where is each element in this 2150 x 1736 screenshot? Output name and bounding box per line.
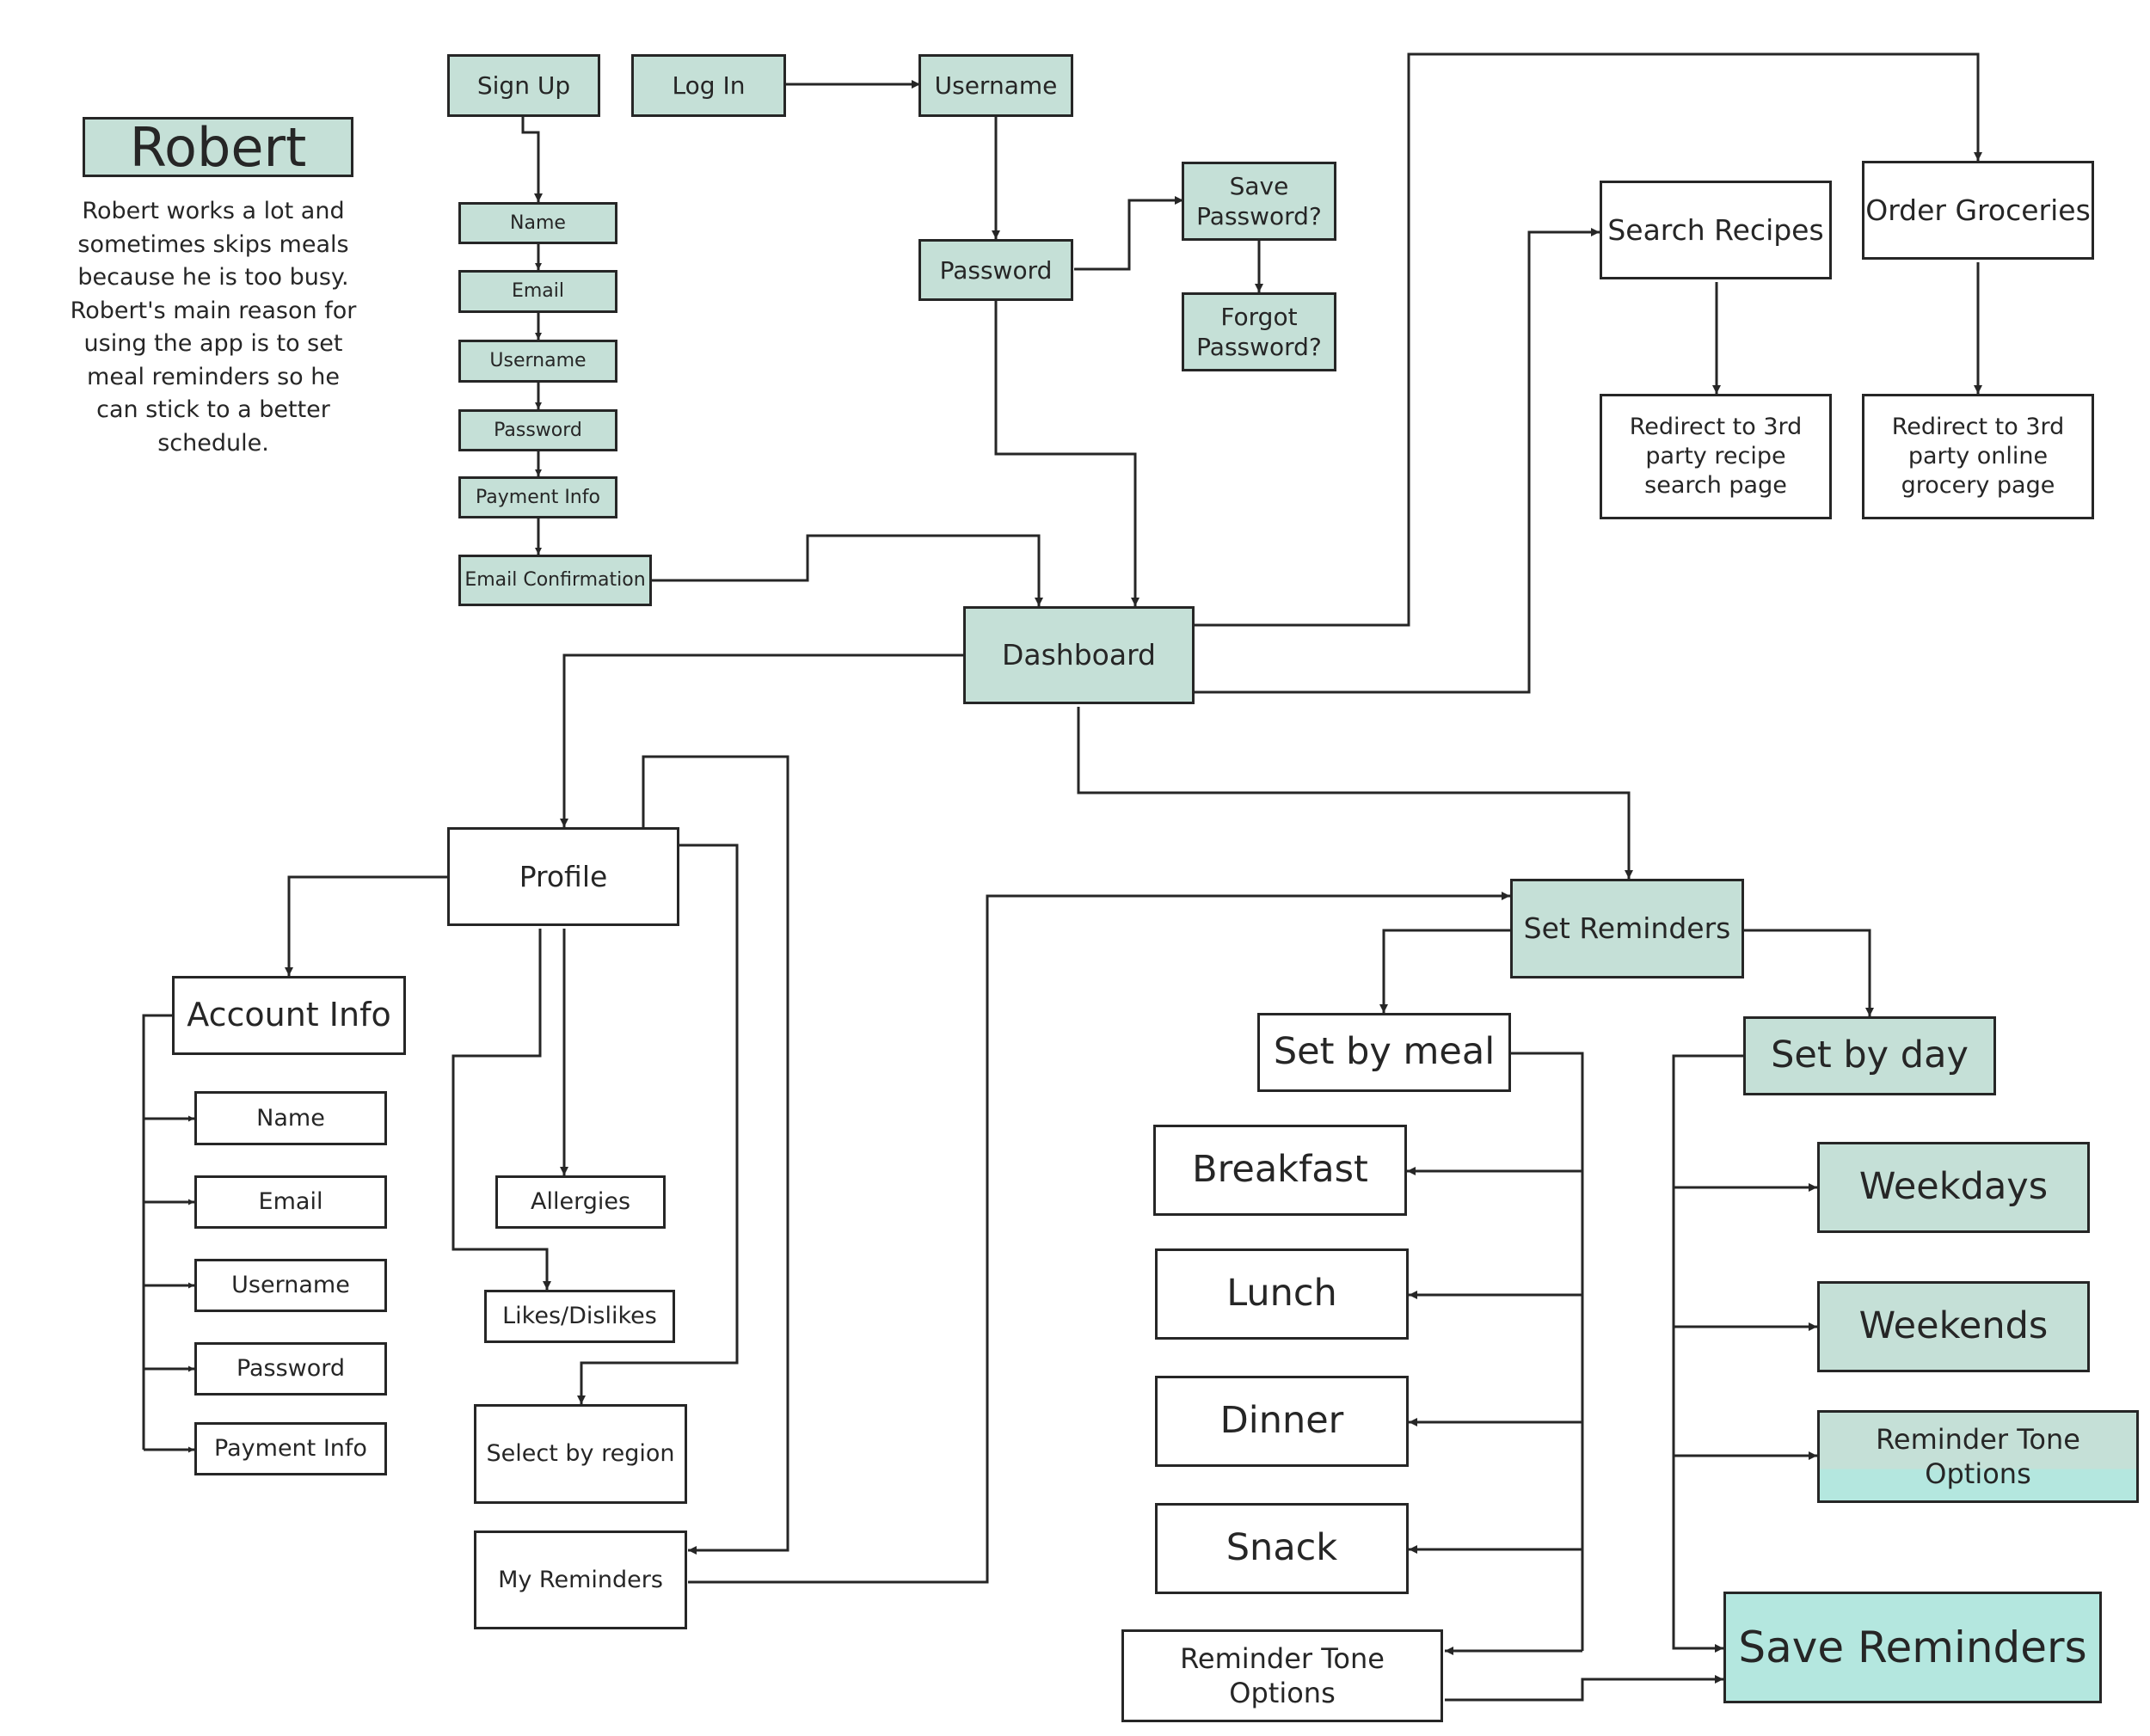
account-email-node: Email: [194, 1175, 387, 1229]
dinner-node: Dinner: [1155, 1376, 1409, 1467]
set-by-day-node: Set by day: [1743, 1016, 1996, 1095]
lunch-node: Lunch: [1155, 1248, 1409, 1340]
account-username-node: Username: [194, 1259, 387, 1312]
edge-by-meal-spine: [1511, 1052, 1584, 1651]
order-groceries-node: Order Groceries: [1862, 161, 2094, 260]
my-reminders-node: My Reminders: [474, 1531, 687, 1629]
weekdays-node: Weekdays: [1817, 1142, 2090, 1233]
recipe-redirect-node: Redirect to 3rd party recipe search page: [1600, 394, 1832, 519]
edge-password-to-dashboard: [994, 301, 1140, 606]
log-in-node: Log In: [631, 54, 786, 117]
save-reminders-node: Save Reminders: [1723, 1592, 2102, 1703]
edge-profile-to-my-reminders: [642, 755, 789, 1555]
dashboard-node: Dashboard: [963, 606, 1195, 704]
login-password-node: Password: [918, 239, 1073, 301]
edge-profile-to-region: [577, 843, 739, 1404]
edge-dashboard-to-order-groceries: [1195, 52, 1982, 627]
allergies-node: Allergies: [495, 1175, 666, 1229]
snack-node: Snack: [1155, 1503, 1409, 1594]
login-username-node: Username: [918, 54, 1073, 117]
signup-payment-node: Payment Info: [458, 476, 617, 518]
edge-dashboard-to-profile: [560, 653, 963, 827]
account-info-node: Account Info: [172, 976, 406, 1055]
signup-password-node: Password: [458, 409, 617, 451]
sign-up-node: Sign Up: [447, 54, 600, 117]
select-region-node: Select by region: [474, 1404, 687, 1504]
edge-by-day-spine: [1672, 1054, 1746, 1653]
edge-dashboard-to-search-recipes: [1195, 228, 1600, 694]
edge-set-reminders-to-by-meal: [1379, 929, 1510, 1013]
profile-node: Profile: [447, 827, 679, 926]
set-reminders-node: Set Reminders: [1510, 879, 1744, 978]
signup-email-node: Email: [458, 270, 617, 313]
account-payment-node: Payment Info: [194, 1422, 387, 1475]
edge-dashboard-to-set-reminders: [1077, 707, 1633, 879]
search-recipes-node: Search Recipes: [1600, 181, 1832, 279]
edge-my-reminders-to-set-reminders: [688, 892, 1510, 1584]
likes-dislikes-node: Likes/Dislikes: [484, 1290, 675, 1343]
persona-title: Robert: [83, 116, 353, 179]
meal-reminder-tone-node: Reminder Tone Options: [1121, 1629, 1443, 1722]
edge-account-info-spine: [142, 1014, 172, 1450]
persona-description: Robert works a lot and sometimes skips m…: [70, 198, 357, 457]
save-password-node: Save Password?: [1182, 162, 1336, 241]
edge-confirmation-to-dashboard: [652, 534, 1043, 606]
account-name-node: Name: [194, 1091, 387, 1145]
day-reminder-tone-node: Reminder Tone Options: [1817, 1410, 2139, 1503]
edge-profile-to-likes: [452, 929, 551, 1290]
breakfast-node: Breakfast: [1153, 1125, 1407, 1216]
edge-set-reminders-to-by-day: [1744, 929, 1874, 1016]
set-by-meal-node: Set by meal: [1257, 1013, 1511, 1092]
forgot-password-node: Forgot Password?: [1182, 292, 1336, 371]
email-confirmation-node: Email Confirmation: [458, 555, 652, 606]
edge-password-to-save: [1074, 196, 1183, 271]
weekends-node: Weekends: [1817, 1281, 2090, 1372]
signup-name-node: Name: [458, 202, 617, 244]
signup-username-node: Username: [458, 340, 617, 383]
edge-signup-to-name: [521, 117, 543, 202]
account-password-node: Password: [194, 1342, 387, 1396]
grocery-redirect-node: Redirect to 3rd party online grocery pag…: [1862, 394, 2094, 519]
edge-meal-tone-to-save: [1445, 1675, 1723, 1702]
edge-profile-to-account-info: [285, 875, 447, 976]
